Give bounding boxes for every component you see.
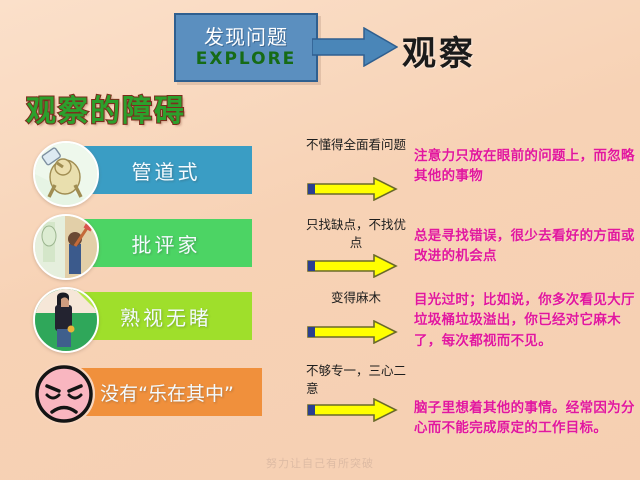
description-row-1: 注意力只放在眼前的问题上，而忽略其他的事物 [414,148,635,185]
banner-label: 管道式 [131,159,201,184]
angry-face-icon [33,363,95,425]
explore-box-cn-label: 发现问题 [204,24,288,49]
description-row-3: 目光过时；比如说，你多次看见大厅垃圾桶垃圾溢出，你已经对它麻木了，每次都视而不见… [414,292,635,349]
banner-row-4: 没有“乐在其中” [66,368,262,416]
banner-label: 熟视无睹 [120,305,212,330]
mid-text-row-1: 不懂得全面看问题 [306,137,407,152]
explore-box: 发现问题 EXPLORE [174,13,318,82]
banner-label: 批评家 [131,232,201,257]
mid-text-row-3: 变得麻木 [330,290,381,305]
painter-critic-icon [33,214,99,280]
footer-watermark: 努力让自己有所突破 [266,457,374,470]
page-title: 观察 [402,34,476,74]
description-row-2: 总是寻找错误，很少去看好的方面或改进的机会点 [414,228,635,265]
banner-label: 没有“乐在其中” [100,382,234,405]
right-arrow-icon [311,26,399,68]
telescope-tunnel-vision-icon [33,141,99,207]
person-walking-by-icon [33,287,99,353]
mid-text-row-2: 只找缺点，不找优点 [306,217,407,251]
yellow-right-arrow-icon [306,319,398,345]
section-title: 观察的障碍 [25,93,186,130]
description-row-4: 脑子里想着其他的事情。经常因为分心而不能完成原定的工作目标。 [414,400,635,437]
explore-box-en-label: EXPLORE [195,48,297,69]
yellow-right-arrow-icon [306,253,398,279]
yellow-right-arrow-icon [306,397,398,423]
mid-text-row-4: 不够专一，三心二意 [306,363,407,397]
yellow-right-arrow-icon [306,176,398,202]
